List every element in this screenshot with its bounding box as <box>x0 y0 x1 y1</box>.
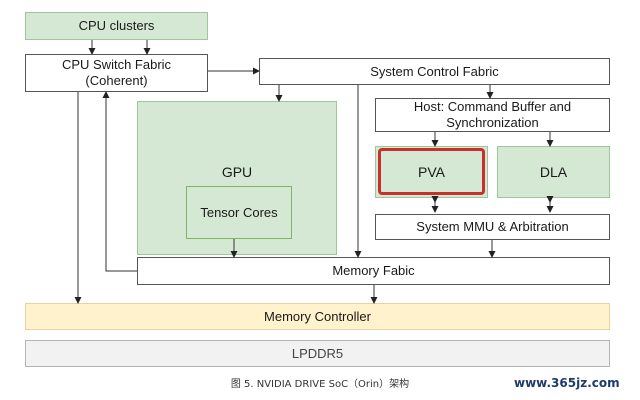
host-command-buffer-block: Host: Command Buffer and Synchronization <box>375 98 610 132</box>
tensor-cores-label: Tensor Cores <box>200 204 278 220</box>
pva-highlight-frame <box>378 148 485 195</box>
system-control-fabric-label: System Control Fabric <box>370 63 499 79</box>
gpu-label: GPU <box>221 164 253 180</box>
cpu-switch-fabric-label: CPU Switch Fabric (Coherent) <box>61 57 172 88</box>
cpu-switch-fabric-block: CPU Switch Fabric (Coherent) <box>25 54 208 92</box>
pva-block: PVA <box>375 146 488 198</box>
arrow-fabic-to-switch <box>102 91 137 272</box>
pva-label: PVA <box>418 164 445 180</box>
figure-caption: 图 5. NVIDIA DRIVE SoC（Orin）架构 <box>230 379 410 390</box>
dla-block: DLA <box>497 146 610 198</box>
memory-fabic-block: Memory Fabic <box>137 257 610 285</box>
tensor-cores-block: Tensor Cores <box>186 186 292 239</box>
host-command-buffer-label: Host: Command Buffer and Synchronization <box>413 99 572 130</box>
system-mmu-block: System MMU & Arbitration <box>375 214 610 240</box>
system-control-fabric-block: System Control Fabric <box>259 58 610 85</box>
cpu-clusters-label: CPU clusters <box>78 18 155 33</box>
lpddr5-label: LPDDR5 <box>291 345 344 361</box>
cpu-clusters-block: CPU clusters <box>25 12 208 40</box>
dla-label: DLA <box>539 164 568 180</box>
memory-controller-block: Memory Controller <box>25 303 610 330</box>
lpddr5-block: LPDDR5 <box>25 340 610 367</box>
memory-controller-label: Memory Controller <box>264 308 371 324</box>
memory-fabic-label: Memory Fabic <box>332 263 415 278</box>
system-mmu-label: System MMU & Arbitration <box>416 219 569 234</box>
watermark: www.365jz.com <box>514 376 620 390</box>
